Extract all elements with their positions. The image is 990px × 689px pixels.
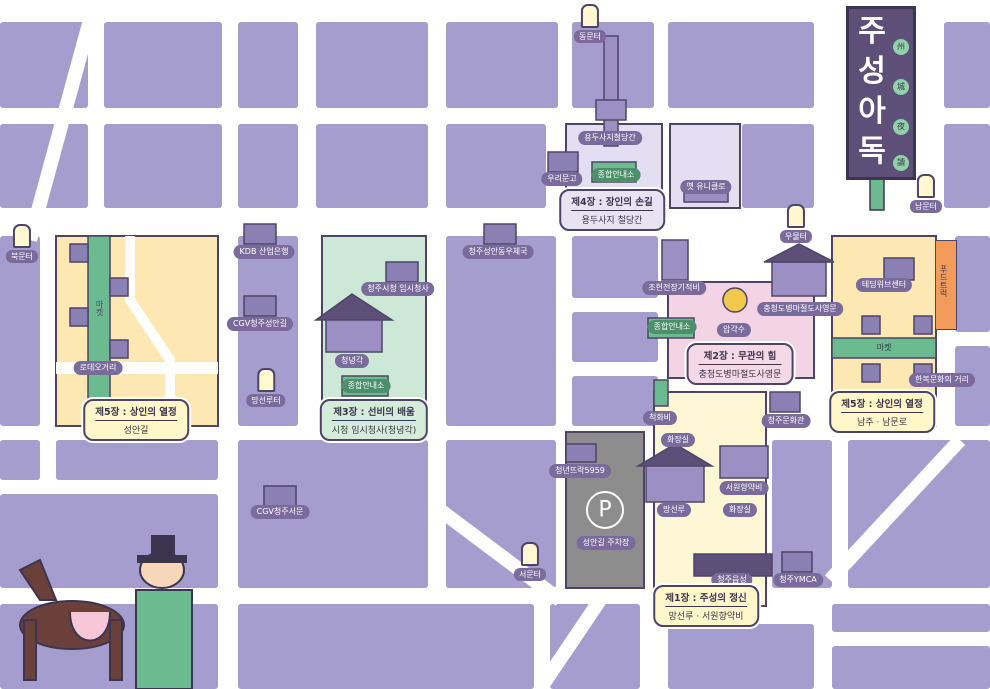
parking-icon: P bbox=[598, 497, 612, 523]
gate-east[interactable]: 동문터 bbox=[573, 4, 607, 43]
city-blocks bbox=[0, 22, 990, 689]
chapter-2-sub: 충청도병마절도사영문 bbox=[698, 370, 782, 380]
gate-west-label: 서문터 bbox=[513, 568, 547, 581]
chapter-2-title: 제2장 : 무관의 힘 bbox=[698, 348, 782, 365]
gate-north-label: 북문터 bbox=[5, 250, 39, 263]
chapter-4-sub: 용두사지 철당간 bbox=[581, 216, 643, 226]
label-mangseonru[interactable]: 망선루 bbox=[656, 503, 692, 517]
chapter-5b-title: 제5장 : 상인의 열정 bbox=[841, 396, 923, 413]
gate-well[interactable]: 우물터 bbox=[779, 204, 813, 243]
gate-icon bbox=[581, 4, 599, 28]
label-jowon[interactable]: 조헌전장기적비 bbox=[642, 281, 706, 295]
chapter-1-title: 제1장 : 주성의 정신 bbox=[665, 590, 747, 607]
chapter-3-sub: 시청 임시청사(청녕각) bbox=[331, 426, 417, 436]
gate-south[interactable]: 남문터 bbox=[909, 174, 943, 213]
title-small-1: 州 bbox=[893, 39, 909, 55]
title-char-4: 독 bbox=[858, 134, 886, 169]
label-youth[interactable]: 청년뜨락5959 bbox=[549, 464, 611, 478]
chapter-5a-title: 제5장 : 상인의 열정 bbox=[95, 404, 177, 421]
gate-icon bbox=[13, 224, 31, 248]
gate-mangsun-label: 망선루터 bbox=[246, 394, 286, 407]
gate-icon bbox=[917, 174, 935, 198]
label-cgv2[interactable]: CGV청주서문 bbox=[250, 505, 310, 519]
chapter-5a-sub: 성안길 bbox=[123, 426, 149, 436]
title-char-1: 주 bbox=[858, 14, 886, 49]
label-market2: 마켓 bbox=[876, 343, 892, 352]
gate-icon bbox=[521, 542, 539, 566]
chapter-4-title: 제4장 : 장인의 손길 bbox=[571, 194, 653, 211]
label-info3[interactable]: 종합안내소 bbox=[647, 320, 697, 334]
gate-west[interactable]: 서문터 bbox=[513, 542, 547, 581]
label-ymca[interactable]: 청주YMCA bbox=[773, 573, 823, 587]
foodtruck-label: 푸드트럭 bbox=[939, 265, 948, 297]
zone-seongan-gil bbox=[55, 235, 219, 427]
gate-icon bbox=[256, 368, 275, 392]
label-cultural[interactable]: 청주문화관 bbox=[761, 414, 811, 428]
label-post[interactable]: 청주성안동우체국 bbox=[462, 245, 534, 259]
label-seowon[interactable]: 서원향약비 bbox=[719, 481, 769, 495]
label-restroom2[interactable]: 화장실 bbox=[722, 503, 758, 517]
title-char-2: 성 bbox=[858, 54, 886, 89]
label-jungang[interactable]: 청주읍성 bbox=[711, 573, 753, 587]
gate-north[interactable]: 북문터 bbox=[5, 224, 39, 263]
gate-east-label: 동문터 bbox=[573, 30, 607, 43]
label-urimungo[interactable]: 우리문고 bbox=[541, 172, 583, 186]
title-small-3: 夜 bbox=[893, 119, 909, 135]
chapter-3-title: 제3장 : 선비의 배움 bbox=[331, 404, 417, 421]
label-rodeo[interactable]: 로데오거리 bbox=[73, 361, 123, 375]
gate-mangsun[interactable]: 망선루터 bbox=[246, 368, 286, 407]
label-cheongnyeong[interactable]: 청녕각 bbox=[334, 354, 370, 368]
title-small-4: 讀 bbox=[893, 155, 909, 171]
title-small-2: 城 bbox=[893, 79, 909, 95]
label-info1[interactable]: 종합안내소 bbox=[341, 379, 391, 393]
label-kdb[interactable]: KDB 산업은행 bbox=[233, 245, 295, 259]
label-yongdu[interactable]: 용두사지철당간 bbox=[578, 131, 642, 145]
chapter-5b-sub: 남주 · 남문로 bbox=[857, 418, 907, 428]
label-byeongma[interactable]: 충청도병마절도사영문 bbox=[757, 302, 843, 316]
label-jeokhwabi[interactable]: 척화비 bbox=[642, 411, 678, 425]
foodtruck-zone[interactable]: 푸드트럭 bbox=[935, 240, 957, 330]
label-hanbok[interactable]: 한복문화의 거리 bbox=[908, 373, 976, 387]
title-sign: 주 성 아 독 州 城 夜 讀 bbox=[846, 6, 916, 180]
label-cityhall[interactable]: 청주시청 임시청사 bbox=[361, 282, 435, 296]
label-techo[interactable]: 테딩위브센터 bbox=[855, 278, 913, 292]
label-apgak[interactable]: 압각수 bbox=[716, 323, 752, 337]
label-uniqlo[interactable]: 옛 유니클로 bbox=[680, 180, 732, 194]
label-market1: 마켓 bbox=[95, 300, 104, 316]
label-restroom1[interactable]: 화장실 bbox=[660, 433, 696, 447]
title-char-3: 아 bbox=[858, 94, 886, 129]
gate-well-label: 우물터 bbox=[779, 230, 813, 243]
gate-icon bbox=[787, 204, 805, 228]
gate-south-label: 남문터 bbox=[909, 200, 943, 213]
chapter-1-sub: 망선루 · 서원향약비 bbox=[668, 612, 744, 622]
label-info2[interactable]: 종합안내소 bbox=[591, 168, 641, 182]
label-parking[interactable]: 성안길 주차장 bbox=[576, 536, 636, 550]
label-cgv1[interactable]: CGV청주성안길 bbox=[226, 317, 294, 331]
